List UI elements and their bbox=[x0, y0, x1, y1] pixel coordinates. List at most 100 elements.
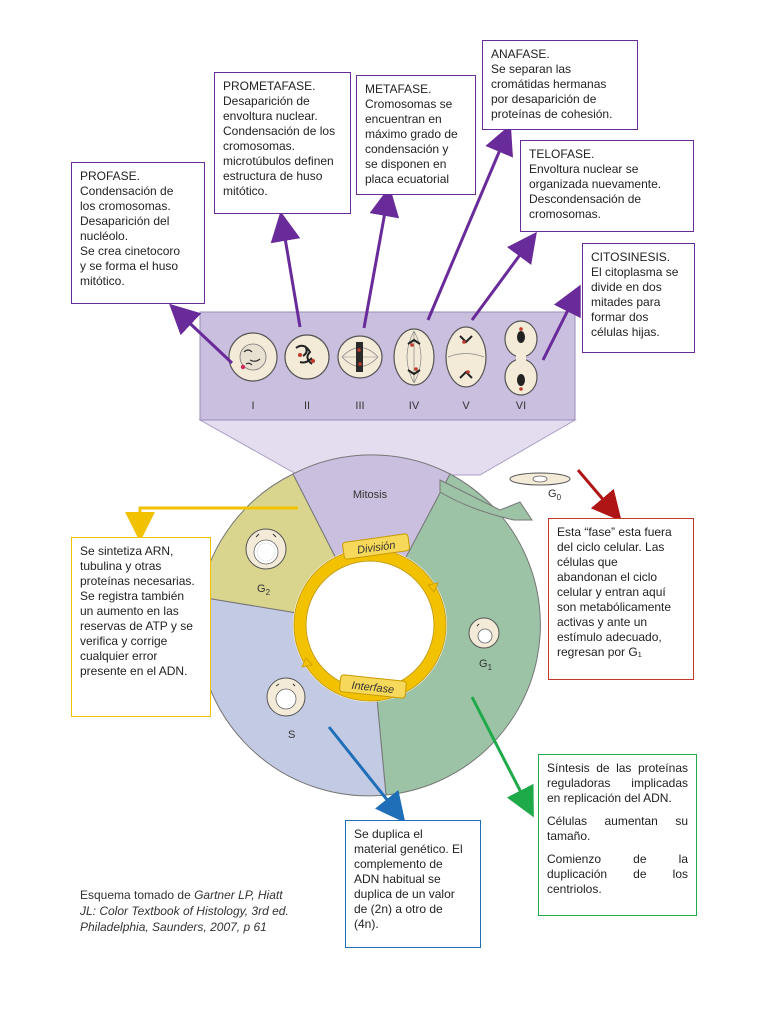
g1-note-line: tamaño. bbox=[547, 829, 591, 843]
anafase-box: ANAFASE. Se separan las cromátidas herma… bbox=[482, 40, 638, 130]
stage-cell-v bbox=[445, 326, 487, 388]
anafase-line: por desaparición de bbox=[491, 92, 597, 106]
s-note-box: Se duplica el material genético. El comp… bbox=[345, 820, 481, 948]
s-note-line: (4n). bbox=[354, 917, 379, 931]
stage-cell-vi bbox=[504, 320, 538, 396]
prometafase-line: envoltura nuclear. bbox=[223, 109, 318, 123]
g0-note-line: celular y entran aquí bbox=[557, 585, 666, 599]
source-citation: Esquema tomado de Gartner LP, Hiatt JL: … bbox=[80, 887, 289, 935]
s-note-line: duplica de un valor bbox=[354, 887, 455, 901]
citosinesis-box: CITOSINESIS. El citoplasma se divide en … bbox=[582, 243, 695, 353]
g0-note-line: células que bbox=[557, 555, 618, 569]
telofase-line: organizada nuevamente. bbox=[529, 177, 662, 191]
profase-line: Se crea cinetocoro bbox=[80, 244, 181, 258]
profase-arrow bbox=[169, 303, 234, 365]
telofase-title: TELOFASE. bbox=[529, 147, 595, 161]
telofase-arrow bbox=[470, 231, 537, 321]
profase-line: mitótico. bbox=[80, 274, 125, 288]
metafase-box: METAFASE. Cromosomas se encuentran en má… bbox=[356, 75, 476, 195]
g0-note-line: Esta “fase” esta fuera bbox=[557, 525, 672, 539]
s-note-line: ADN habitual se bbox=[354, 872, 441, 886]
telofase-line: Descondensación de bbox=[529, 192, 642, 206]
g0-note-line: abandonan el ciclo bbox=[557, 570, 658, 584]
profase-line: Desaparición del bbox=[80, 214, 170, 228]
metafase-line: encuentran en bbox=[365, 112, 442, 126]
citosinesis-line: mitades para bbox=[591, 295, 661, 309]
metafase-line: placa ecuatorial bbox=[365, 172, 450, 186]
metafase-title: METAFASE. bbox=[365, 82, 432, 96]
stage-cell-iv bbox=[393, 328, 435, 386]
stage-numeral: VI bbox=[516, 400, 526, 412]
interfase-label-box: Interfase bbox=[339, 674, 407, 699]
g1-note-line: en replicación del ADN. bbox=[547, 791, 672, 805]
g0-note-line: son metabólicamente bbox=[557, 600, 672, 614]
g2-note-line: Se sintetiza ARN, bbox=[80, 544, 174, 558]
citation-line-3: Philadelphia, Saunders, 2007, p 61 bbox=[80, 920, 267, 934]
g1-note-line: reguladoras implicadas bbox=[547, 776, 688, 790]
g1-note-line: duplicación de los bbox=[547, 867, 688, 881]
g0-label: G0 bbox=[548, 488, 562, 502]
g2-note-line: cualquier error bbox=[80, 649, 158, 663]
anafase-arrow bbox=[426, 124, 513, 321]
g2-note-line: Se registra también bbox=[80, 589, 185, 603]
g1-cell bbox=[468, 617, 500, 649]
citation-authors: Gartner LP, Hiatt bbox=[194, 888, 283, 902]
citosinesis-line: El citoplasma se bbox=[591, 265, 679, 279]
citosinesis-title: CITOSINESIS. bbox=[591, 250, 671, 264]
g0-cell bbox=[509, 472, 571, 486]
g1-note-paragraph: Células aumentan su tamaño. bbox=[547, 814, 688, 844]
stage-cell-i bbox=[228, 332, 278, 382]
g2-note-line: proteínas necesarias. bbox=[80, 574, 195, 588]
g1-note-line: Comienzo de la bbox=[547, 852, 688, 866]
anafase-line: proteínas de cohesión. bbox=[491, 107, 613, 121]
prometafase-title: PROMETAFASE. bbox=[223, 79, 316, 93]
g1-note-line: Células aumentan su bbox=[547, 814, 688, 828]
metafase-line: máximo grado de bbox=[365, 127, 458, 141]
metafase-line: Cromosomas se bbox=[365, 97, 453, 111]
g2-note-line: presente en el ADN. bbox=[80, 664, 188, 678]
g0-branch bbox=[439, 479, 533, 521]
stage-numeral: II bbox=[304, 400, 310, 412]
prometafase-line: cromosomas. bbox=[223, 139, 296, 153]
g2-note-box: Se sintetiza ARN, tubulina y otras prote… bbox=[71, 537, 211, 717]
stage-numeral: III bbox=[355, 400, 364, 412]
profase-line: nucléolo. bbox=[80, 229, 129, 243]
g0-note-line: activas y ante un bbox=[557, 615, 648, 629]
g2-note-line: un aumento en las bbox=[80, 604, 179, 618]
metafase-arrow bbox=[362, 186, 400, 329]
g1-note-line: Síntesis de las proteínas bbox=[547, 761, 688, 775]
profase-line: Condensación de bbox=[80, 184, 174, 198]
g0-note-box: Esta “fase” esta fuera del ciclo celular… bbox=[548, 518, 694, 680]
telofase-line: cromosomas. bbox=[529, 207, 602, 221]
citosinesis-line: divide en dos bbox=[591, 280, 662, 294]
division-label-box: División bbox=[342, 533, 411, 560]
stage-numeral: IV bbox=[409, 400, 420, 412]
anafase-title: ANAFASE. bbox=[491, 47, 550, 61]
profase-line: y se forma el huso bbox=[80, 259, 179, 273]
anafase-line: Se separan las bbox=[491, 62, 572, 76]
metafase-line: se disponen en bbox=[365, 157, 447, 171]
division-label: División bbox=[356, 539, 396, 556]
prometafase-line: microtúbulos definen bbox=[223, 154, 334, 168]
prometafase-line: mitótico. bbox=[223, 184, 268, 198]
stage-numeral: I bbox=[251, 400, 254, 412]
prometafase-line: Condensación de los bbox=[223, 124, 336, 138]
g2-note-line: verifica y corrige bbox=[80, 634, 168, 648]
s-label: S bbox=[288, 729, 295, 741]
g1-note-arrow bbox=[470, 696, 534, 818]
stage-cell-iii bbox=[337, 335, 383, 379]
citation-line-1: Esquema tomado de Gartner LP, Hiatt bbox=[80, 887, 289, 903]
anafase-line: cromátidas hermanas bbox=[491, 77, 607, 91]
stage-cell-ii bbox=[284, 334, 330, 380]
s-note-line: material genético. El bbox=[354, 842, 463, 856]
telofase-box: TELOFASE. Envoltura nuclear se organizad… bbox=[520, 140, 694, 232]
prometafase-box: PROMETAFASE. Desaparición de envoltura n… bbox=[214, 72, 351, 214]
g2-label: G2 bbox=[257, 583, 271, 597]
s-note-arrow bbox=[327, 726, 406, 823]
g2-note-arrow bbox=[125, 506, 298, 542]
g0-note-line: estímulo adecuado, bbox=[557, 630, 662, 644]
metafase-line: condensación y bbox=[365, 142, 449, 156]
citation-line-2: JL: Color Textbook of Histology, 3rd ed. bbox=[80, 904, 289, 918]
prometafase-line: Desaparición de bbox=[223, 94, 310, 108]
s-cell bbox=[266, 677, 306, 717]
